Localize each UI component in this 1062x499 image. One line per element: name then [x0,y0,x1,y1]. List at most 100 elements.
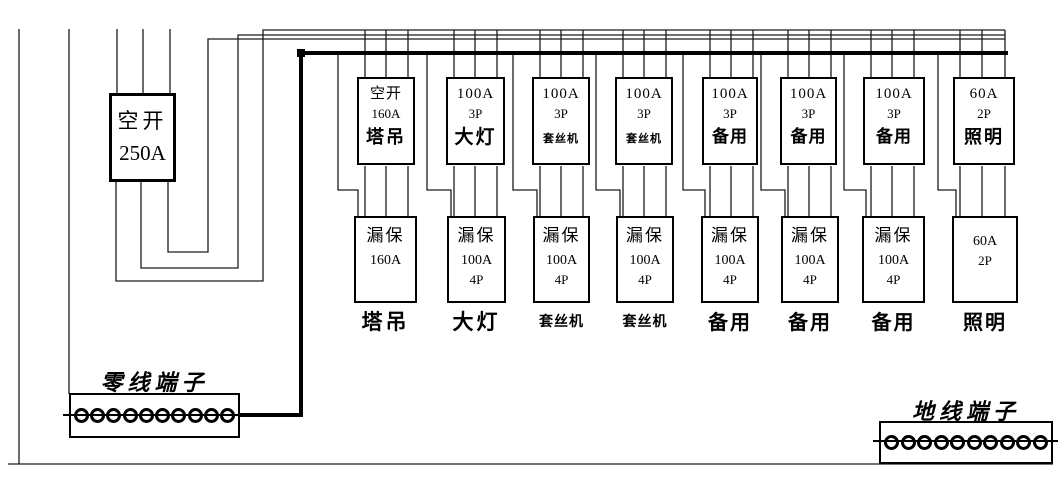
terminal-screw-circle [999,435,1015,450]
branch2-rcd-line3: 4P [469,272,484,288]
main-breaker-box: 空开 250A [109,93,176,182]
branch1-breaker-line2: 160A [371,105,401,121]
branch1-rcd-line1: 漏保 [366,226,405,245]
branch4-rcd-line3: 4P [638,272,652,288]
branch6-rcd-line2: 100A [794,252,826,268]
branch6-label: 备用 [788,312,832,334]
terminal-screw-circle [106,408,122,423]
terminal-screw-circle [187,408,203,423]
branch7-neutral [843,53,867,217]
terminal-screw-circle [171,408,187,423]
branch3-breaker-line2: 3P [554,105,568,121]
branch1-neutral [337,53,359,217]
bran4-breaker-line2: 3P [637,105,651,121]
terminal-screw-circle [950,435,966,450]
branch2-breaker-box: 100A 3P 大灯 [446,77,505,165]
branch5-breaker-line2: 3P [723,105,737,121]
branch1-breaker-name: 塔吊 [366,126,406,147]
branch7-links [870,166,915,217]
branch2-neutral [426,53,452,217]
branch1-rcd-line2: 160A [369,252,402,268]
branch2-breaker-name: 大灯 [454,126,497,148]
branch8-rcd-box: 60A 2P [952,216,1018,303]
branch8-breaker-line2: 2P [977,105,991,121]
phase-bus-b [140,34,1005,269]
branch2-rcd-box: 漏保 100A 4P [447,216,506,303]
phase-bus-a [115,29,1005,282]
branch1-breaker-box: 空开 160A 塔吊 [357,77,415,165]
terminal-screw-circle [900,435,916,450]
branch1-rcd-box: 漏保 160A [354,216,417,303]
branch4-label: 套丝机 [622,315,668,330]
branch6-rcd-box: 漏保 100A 4P [781,216,839,303]
branch6-breaker-name: 备用 [790,126,827,146]
branch4-rcd-line1: 漏保 [626,226,664,245]
branch2-rcd-line1: 漏保 [457,226,496,245]
branch8-label: 照明 [963,312,1007,334]
branch3-neutral [512,53,538,217]
branch3-breaker-line1: 100A [542,86,580,102]
terminal-screw-circle [74,408,89,423]
branch3-rcd-line3: 4P [554,272,569,288]
branch3-links [539,166,584,217]
branch8-breaker-box: 60A 2P 照明 [953,77,1015,165]
neutral-bus-line [240,51,1008,417]
branch7-breaker-box: 100A 3P 备用 [863,77,925,165]
neutral-terminal-box [69,393,240,438]
branch7-breaker-name: 备用 [876,126,912,146]
branch2-rcd-line2: 100A [460,252,493,268]
terminal-screw-circle [203,408,219,423]
branch6-links [787,166,832,217]
branch1-links [364,166,409,217]
branch5-rcd-line2: 100A [714,252,746,268]
branch7-breaker-line2: 3P [887,105,901,121]
terminal-screw-circle [966,435,982,450]
branch3-rcd-line1: 漏保 [542,226,581,245]
terminal-screw-circle [983,435,999,450]
branch8-breaker-line1: 60A [969,86,999,102]
terminal-screw-circle [219,408,235,423]
main-breaker-rating: 250A [119,141,166,165]
terminal-screw-circle [933,435,949,450]
branch7-label: 备用 [871,312,916,334]
branch8-links [959,166,1006,217]
branch4-neutral [595,53,621,217]
neutral-terminal-label: 零线端子 [100,370,209,395]
phase-bus-c [167,38,1005,253]
terminal-screw-circle [138,408,154,423]
branch3-rcd-line2: 100A [545,252,578,268]
branch2-breaker-line1: 100A [456,86,495,102]
branch7-breaker-line1: 100A [875,86,913,102]
branch6-rcd-line1: 漏保 [791,226,829,245]
branch3-label: 套丝机 [539,315,584,330]
branch5-rcd-line3: 4P [723,272,737,288]
branch6-breaker-line2: 3P [801,105,816,121]
neutral-bus-junction-dot [297,49,305,57]
ground-terminal-label: 地线端子 [911,399,1020,424]
branch8-rcd-line3: 2P [978,253,992,269]
branch4-breaker-name: 套丝机 [626,132,662,145]
branch6-breaker-line1: 100A [789,86,828,102]
terminal-screw-circle [917,435,933,450]
terminal-screw-circle [90,408,106,423]
branch6-breaker-box: 100A 3P 备用 [780,77,837,165]
branch4-breaker-box: 100A 3P 套丝机 [615,77,673,165]
branch6-neutral [760,53,786,217]
branch1-breaker-line1: 空开 [369,86,402,102]
branch8-breaker-name: 照明 [964,126,1004,147]
terminal-screw-circle [1016,435,1032,450]
branch7-rcd-box: 漏保 100A 4P [862,216,925,303]
ground-terminal-box [879,421,1053,464]
branch8-rcd-line2: 60A [972,234,998,249]
terminal-screw-circle [155,408,171,423]
branch2-label: 大灯 [452,310,501,334]
branch5-breaker-line1: 100A [711,86,749,102]
branch4-rcd-box: 漏保 100A 4P [616,216,674,303]
branch4-breaker-line1: 100A [625,86,663,102]
neutral-bus [240,51,1008,417]
branch5-label: 备用 [708,312,752,334]
branch6-rcd-line3: 4P [803,272,817,288]
branch1-label: 塔吊 [361,310,410,334]
terminal-screw-circle [122,408,138,423]
